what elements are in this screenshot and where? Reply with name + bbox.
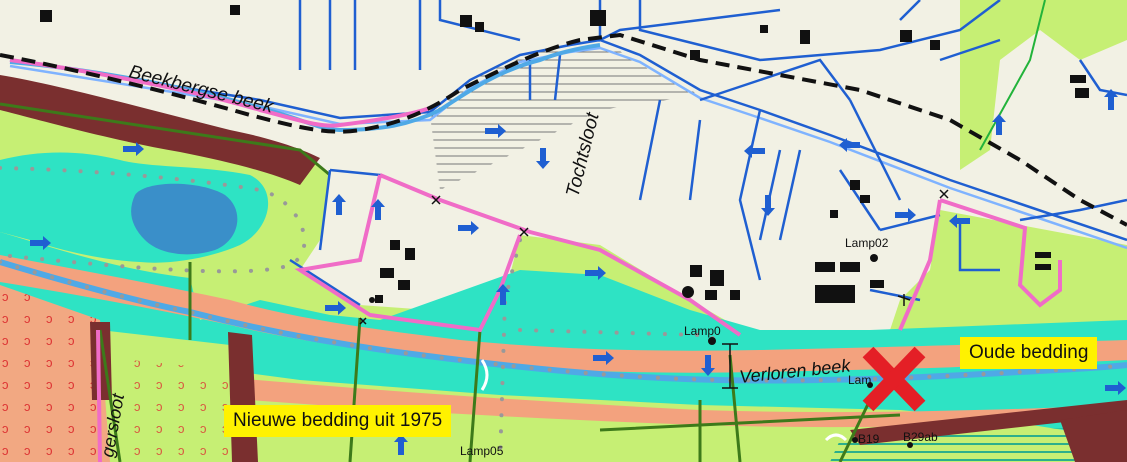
callout-oude-bedding: Oude bedding [960, 337, 1098, 369]
measurement-points [369, 254, 913, 448]
pond [131, 183, 238, 255]
culvert-bracket-icon [480, 359, 848, 442]
dotted-track-west [0, 166, 307, 274]
municipal-boundary [0, 32, 1127, 227]
hatched-area [430, 45, 700, 190]
stripe-field [830, 425, 1127, 462]
point-lamp0: Lamp0 [684, 324, 721, 338]
point-b19: B19 [858, 432, 880, 446]
stream-dots [0, 260, 1127, 383]
flow-direction-arrow-icon [30, 89, 1126, 455]
red-x-icon [862, 346, 926, 412]
point-lamp02: Lamp02 [845, 236, 889, 250]
meadow-area-northeast [960, 0, 1127, 170]
structure-ticks [359, 189, 949, 389]
orchard-symbols-2 [130, 360, 235, 462]
point-b29ab: B29ab [903, 430, 938, 444]
point-lamp-partial: Lam [848, 373, 871, 387]
stream-bank-south [150, 370, 1127, 428]
vegetation-boundary [0, 102, 901, 462]
wet-zone-main [0, 232, 1127, 440]
buildings [40, 5, 1089, 303]
callout-nieuwe-bedding: Nieuwe bedding uit 1975 [224, 405, 452, 437]
forest-strip-south [850, 400, 1127, 445]
orchard-symbols [0, 285, 120, 462]
point-lamp05: Lamp05 [460, 444, 504, 458]
forest-patch-3 [1060, 410, 1127, 462]
